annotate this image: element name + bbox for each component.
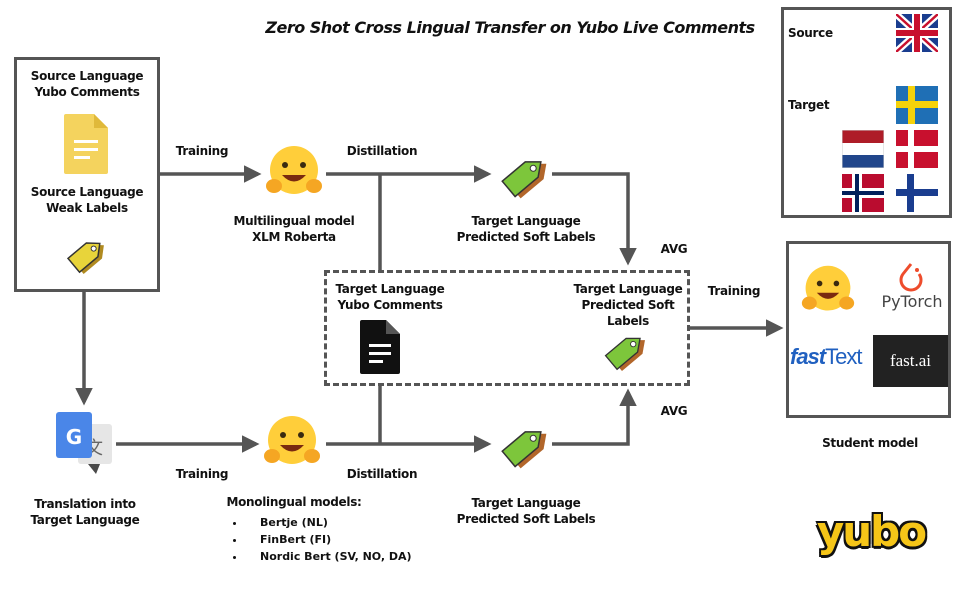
google-translate-icon: 文 G	[56, 412, 112, 474]
tag-icon	[66, 242, 104, 274]
svg-text:G: G	[66, 425, 82, 449]
tag-icon	[501, 161, 547, 199]
yubo-wordmark: yubo	[816, 507, 927, 556]
fasttext-text: Text	[825, 344, 862, 369]
edge-distillation-top: Distillation	[346, 144, 418, 158]
document-icon	[360, 320, 400, 374]
student-model-box	[786, 241, 951, 418]
fastai-logo: fast.ai	[873, 335, 948, 387]
language-legend	[781, 7, 952, 218]
fasttext-fast: fast	[790, 344, 826, 369]
arrow-bottom-avg	[552, 388, 637, 446]
monolingual-model-list: Bertje (NL) FinBert (FI) Nordic Bert (SV…	[228, 514, 412, 565]
yubo-logo: yubo	[806, 506, 936, 562]
edge-training-top: Training	[175, 144, 229, 158]
page-title: Zero Shot Cross Lingual Transfer on Yubo…	[265, 18, 755, 37]
uk-flag-icon	[896, 14, 938, 52]
legend-target-label: Target	[788, 98, 830, 112]
arrow-top-avg	[552, 172, 637, 266]
source-weak-labels-label: Source Language Weak Labels	[30, 185, 144, 215]
student-model-caption: Student model	[822, 436, 918, 450]
edge-avg-bottom: AVG	[660, 404, 688, 418]
list-item: Bertje (NL)	[246, 514, 412, 531]
tag-icon	[501, 431, 547, 469]
target-comments-label: Target Language Yubo Comments	[335, 282, 445, 312]
bottom-soft-labels-label: Target Language Predicted Soft Labels	[456, 496, 596, 526]
source-comments-label: Source Language Yubo Comments	[30, 69, 144, 99]
multilingual-label: Multilingual model XLM Roberta	[233, 214, 355, 244]
denmark-flag-icon	[896, 130, 938, 168]
hugging-face-icon	[264, 142, 324, 202]
fastai-label: fast.ai	[889, 351, 932, 370]
list-item: FinBert (FI)	[246, 531, 412, 548]
source-box	[14, 57, 160, 292]
translation-label: Translation into Target Language	[30, 497, 140, 527]
top-soft-labels-label: Target Language Predicted Soft Labels	[456, 214, 596, 244]
edge-distillation-bottom: Distillation	[346, 467, 418, 481]
edge-training-bottom: Training	[175, 467, 229, 481]
target-data-box	[324, 270, 690, 386]
edge-training-student: Training	[707, 284, 761, 298]
document-icon	[64, 114, 108, 174]
norway-flag-icon	[842, 174, 884, 212]
fasttext-logo: fastText	[790, 344, 872, 370]
tag-icon	[604, 337, 645, 372]
center-soft-labels-label: Target Language Predicted Soft Labels	[573, 282, 683, 328]
legend-source-label: Source	[788, 26, 833, 40]
netherlands-flag-icon	[842, 130, 884, 168]
hugging-face-icon	[262, 412, 322, 472]
list-item: Nordic Bert (SV, NO, DA)	[246, 548, 412, 565]
sweden-flag-icon	[896, 86, 938, 124]
edge-avg-top: AVG	[660, 242, 688, 256]
finland-flag-icon	[896, 174, 938, 212]
hugging-face-icon	[800, 262, 856, 318]
pytorch-icon	[899, 263, 923, 292]
monolingual-heading: Monolingual models:	[226, 495, 362, 509]
pytorch-label: PyTorch	[881, 292, 943, 311]
